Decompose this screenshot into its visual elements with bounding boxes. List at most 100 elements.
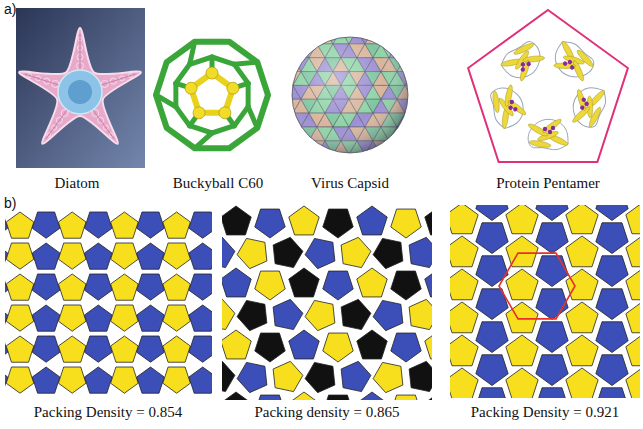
pentagon-tile bbox=[391, 271, 421, 300]
pentagon-tile bbox=[596, 223, 628, 254]
capsid-protein bbox=[389, 141, 405, 155]
carbon-atom bbox=[206, 67, 218, 79]
pentamer-outline bbox=[468, 10, 628, 162]
pentagon-tile bbox=[32, 305, 60, 331]
pentagon-tile bbox=[6, 274, 34, 300]
capsid-protein bbox=[269, 113, 285, 127]
capsid-protein bbox=[405, 58, 421, 72]
pentagon-tile bbox=[111, 212, 139, 238]
capsid-protein bbox=[277, 141, 293, 155]
pentagon-tile bbox=[536, 322, 568, 353]
pentagon-tile bbox=[255, 271, 285, 300]
capsid-protein bbox=[445, 44, 461, 58]
pentagon-tile bbox=[450, 236, 478, 267]
protein-subunit bbox=[546, 37, 599, 88]
carbon-bond bbox=[176, 64, 190, 83]
pentagon-tile bbox=[111, 305, 139, 331]
capsid-shading bbox=[292, 37, 408, 153]
pentagon-tile bbox=[137, 367, 165, 393]
pentagon-tile bbox=[6, 305, 34, 331]
pentagon-tile bbox=[58, 243, 86, 269]
capsid-protein bbox=[405, 44, 421, 58]
pentagon-tile bbox=[289, 268, 319, 297]
diatom-centre bbox=[58, 70, 102, 114]
capsid-protein bbox=[429, 30, 445, 44]
pentagon-tile bbox=[163, 367, 191, 393]
capsid-protein bbox=[461, 127, 477, 141]
pentagon-tile bbox=[189, 367, 212, 393]
capsid-protein bbox=[413, 141, 429, 155]
capsid-protein bbox=[461, 155, 477, 169]
carbon-atom bbox=[193, 107, 205, 119]
capsid-protein bbox=[437, 141, 453, 155]
capsid-protein bbox=[413, 30, 429, 44]
capsid-protein bbox=[429, 155, 445, 169]
pentagon-tile bbox=[163, 336, 191, 362]
packing-tiling bbox=[450, 205, 640, 398]
capsid-protein bbox=[285, 44, 301, 58]
capsid-protein bbox=[317, 155, 333, 169]
capsid-protein bbox=[277, 99, 293, 113]
capsid-protein bbox=[437, 155, 453, 169]
pentagon-tile bbox=[596, 256, 628, 287]
capsid-protein bbox=[301, 155, 317, 169]
capsid-protein bbox=[437, 127, 453, 141]
capsid-protein bbox=[285, 127, 301, 141]
pentagon-tile bbox=[626, 205, 640, 234]
carbon-bond bbox=[234, 107, 248, 126]
pentagon-tile bbox=[409, 299, 432, 329]
pentagon-tile bbox=[341, 237, 371, 267]
capsid-protein bbox=[445, 99, 461, 113]
caption-label: Virus Capsid bbox=[311, 175, 389, 192]
pentagon-tile bbox=[596, 322, 628, 353]
pentagon-tile bbox=[273, 361, 303, 391]
pentagon-tile bbox=[425, 206, 432, 235]
pentagon-tile bbox=[450, 335, 478, 366]
protein-coil bbox=[548, 37, 598, 85]
pentagon-tile bbox=[357, 392, 387, 400]
pentagon-tile bbox=[58, 305, 86, 331]
ligand-atom bbox=[562, 60, 568, 66]
capsid-protein bbox=[421, 99, 437, 113]
carbon-bond bbox=[176, 107, 190, 126]
pentagon-tile bbox=[425, 330, 432, 359]
pentagon-tile bbox=[163, 305, 191, 331]
pentagon-tile bbox=[323, 209, 353, 238]
carbon-bond bbox=[156, 95, 176, 107]
pentagon-tile bbox=[506, 205, 538, 234]
capsid-protein bbox=[437, 113, 453, 127]
pentagon-tile bbox=[409, 361, 432, 391]
capsid-protein bbox=[445, 58, 461, 72]
ligand-atom bbox=[526, 61, 532, 67]
pentagon-tile bbox=[137, 336, 165, 362]
pentagon-tile bbox=[305, 362, 335, 392]
pentagon-tile bbox=[536, 223, 568, 254]
pentagon-tile bbox=[476, 205, 508, 221]
capsid-protein bbox=[277, 155, 293, 169]
pentagon-tile bbox=[222, 330, 251, 359]
capsid-protein bbox=[445, 113, 461, 127]
capsid-protein bbox=[405, 155, 421, 169]
beta-strand bbox=[587, 106, 602, 128]
protein-coil bbox=[568, 83, 609, 130]
pentagon-tile bbox=[506, 368, 538, 398]
pentagon-tile bbox=[137, 243, 165, 269]
capsid-protein bbox=[421, 85, 437, 99]
pentagon-tile bbox=[32, 367, 60, 393]
pentagon-tile bbox=[163, 243, 191, 269]
protein-subunit bbox=[487, 81, 531, 131]
capsid-protein bbox=[381, 155, 397, 169]
pentagon-tile bbox=[85, 212, 113, 238]
pentagon-tile bbox=[58, 336, 86, 362]
protein-pentamer-picture bbox=[468, 10, 628, 162]
pentagon-tile bbox=[163, 274, 191, 300]
diatom-centre bbox=[68, 80, 92, 104]
capsid-protein bbox=[293, 155, 309, 169]
capsid-protein bbox=[277, 72, 293, 86]
carbon-bond bbox=[190, 42, 195, 65]
pentagon-tile bbox=[111, 243, 139, 269]
pentagon-tile bbox=[566, 236, 598, 267]
capsid-protein bbox=[381, 30, 397, 44]
caption-label: Protein Pentamer bbox=[496, 175, 600, 192]
capsid-protein bbox=[285, 30, 301, 44]
